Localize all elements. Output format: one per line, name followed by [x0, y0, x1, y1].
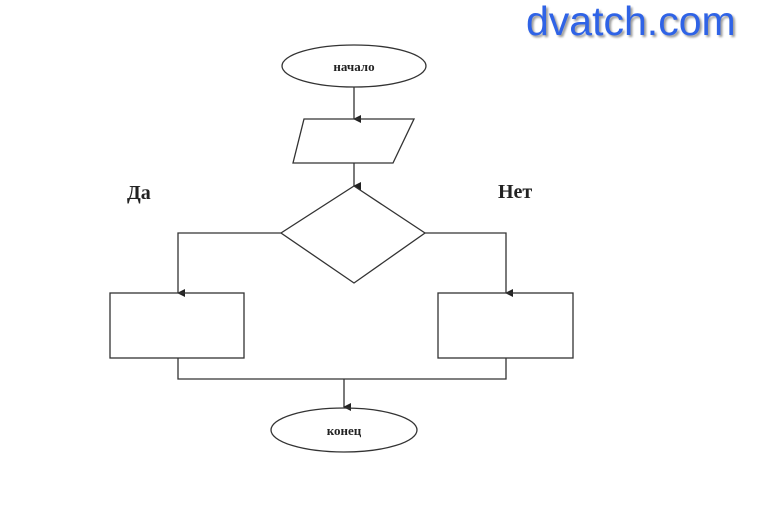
start-label: начало: [333, 59, 374, 74]
no-label: Нет: [498, 181, 532, 203]
end-label: конец: [327, 423, 362, 438]
decision-diamond: [279, 185, 427, 284]
end-terminator: [270, 407, 418, 453]
input-parallelogram: [292, 118, 416, 164]
yes-branch-connector: [177, 232, 281, 297]
yes-process-box: [109, 292, 245, 359]
merge-connector: [177, 358, 507, 380]
watermark: dvatch.com: [526, 0, 736, 44]
yes-label: Да: [127, 182, 151, 204]
no-process-box: [437, 292, 574, 359]
no-branch-connector: [425, 232, 513, 297]
